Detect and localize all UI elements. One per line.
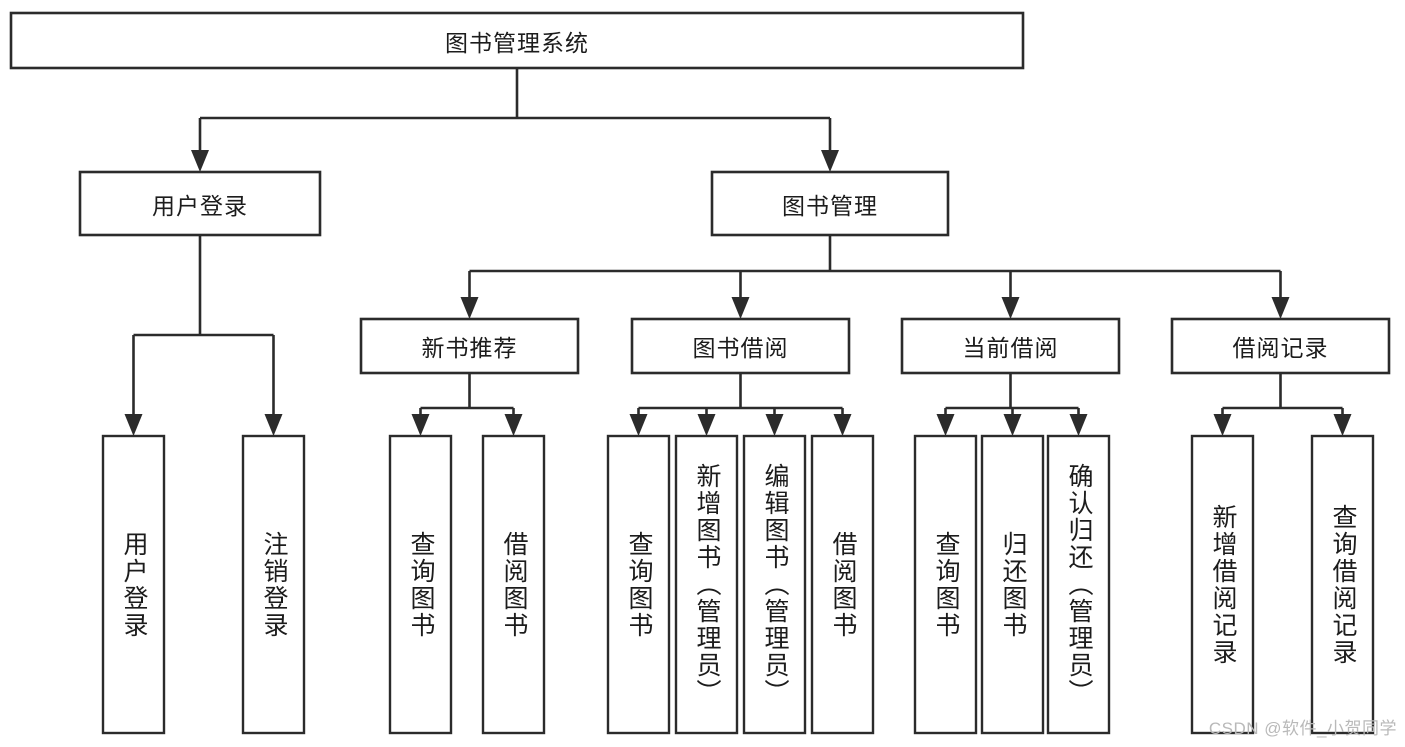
node-box-leaf-user-login[interactable] bbox=[101, 434, 166, 735]
node-box-leaf-query-book-borrow[interactable] bbox=[606, 434, 671, 735]
node-box-new-book-recommend[interactable] bbox=[359, 317, 580, 375]
node-box-leaf-borrow-book-rec[interactable] bbox=[481, 434, 546, 735]
node-box-leaf-add-borrow-record[interactable] bbox=[1190, 434, 1255, 735]
new-book-recommend-arrow-1 bbox=[504, 414, 523, 436]
node-box-current-borrow[interactable] bbox=[900, 317, 1121, 375]
node-box-leaf-borrow-book[interactable] bbox=[810, 434, 875, 735]
book-manage-arrow-1 bbox=[731, 297, 750, 319]
book-borrow-arrow-3 bbox=[833, 414, 852, 436]
node-box-leaf-query-book-current[interactable] bbox=[913, 434, 978, 735]
node-box-leaf-edit-book-admin[interactable] bbox=[742, 434, 807, 735]
book-manage-arrow-0 bbox=[460, 297, 479, 319]
node-box-borrow-record[interactable] bbox=[1170, 317, 1391, 375]
node-box-leaf-query-borrow-record[interactable] bbox=[1310, 434, 1375, 735]
current-borrow-arrow-0 bbox=[936, 414, 955, 436]
borrow-record-arrow-1 bbox=[1333, 414, 1352, 436]
book-borrow-arrow-2 bbox=[765, 414, 784, 436]
node-box-leaf-confirm-return-admin[interactable] bbox=[1046, 434, 1111, 735]
node-box-user-login[interactable] bbox=[78, 170, 322, 237]
borrow-record-arrow-0 bbox=[1213, 414, 1232, 436]
node-box-leaf-add-book-admin[interactable] bbox=[674, 434, 739, 735]
book-manage-arrow-2 bbox=[1001, 297, 1020, 319]
node-box-book-borrow[interactable] bbox=[630, 317, 851, 375]
book-borrow-arrow-1 bbox=[697, 414, 716, 436]
node-box-leaf-query-book-rec[interactable] bbox=[388, 434, 453, 735]
root-arrow-1 bbox=[821, 150, 839, 172]
user-login-arrow-1 bbox=[264, 414, 283, 436]
book-manage-arrow-3 bbox=[1271, 297, 1290, 319]
csdn-watermark: CSDN @软件_小贺同学 bbox=[1208, 719, 1397, 738]
root-arrow-0 bbox=[191, 150, 209, 172]
book-borrow-arrow-0 bbox=[629, 414, 648, 436]
new-book-recommend-arrow-0 bbox=[411, 414, 430, 436]
current-borrow-arrow-2 bbox=[1069, 414, 1088, 436]
node-box-leaf-user-logout[interactable] bbox=[241, 434, 306, 735]
node-box-root[interactable] bbox=[9, 11, 1025, 70]
user-login-arrow-0 bbox=[124, 414, 143, 436]
current-borrow-arrow-1 bbox=[1003, 414, 1022, 436]
node-box-book-manage[interactable] bbox=[710, 170, 950, 237]
node-box-leaf-return-book[interactable] bbox=[980, 434, 1045, 735]
